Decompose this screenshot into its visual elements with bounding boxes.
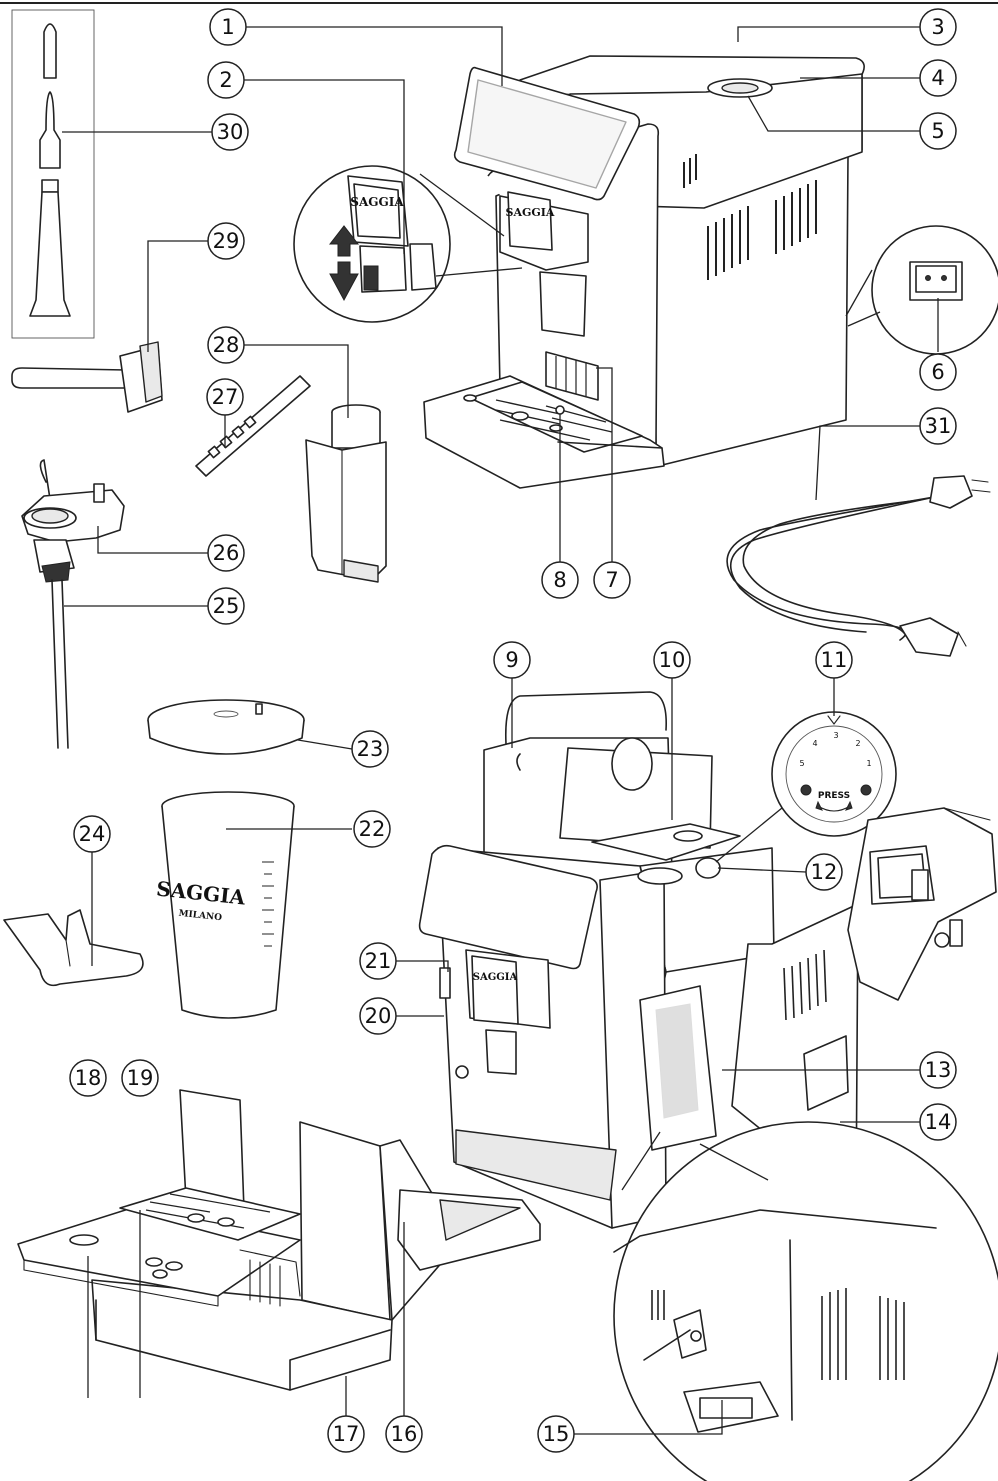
callout-21: 21 — [359, 942, 397, 980]
power-plug-icon — [929, 475, 973, 509]
svg-text:29: 29 — [213, 229, 240, 253]
callout-17: 17 — [327, 1415, 365, 1453]
callout-8: 8 — [541, 561, 579, 599]
power-cord — [726, 475, 991, 657]
callout-3: 3 — [919, 8, 957, 46]
arrow-up-down-icon — [328, 225, 360, 257]
callout-16: 16 — [385, 1415, 423, 1453]
callout-25: 25 — [207, 587, 245, 625]
svg-text:25: 25 — [213, 594, 240, 618]
callout-29: 29 — [207, 222, 245, 260]
callout-15: 15 — [537, 1415, 575, 1453]
callout-5: 5 — [919, 112, 957, 150]
svg-text:20: 20 — [365, 1004, 392, 1028]
callout-14: 14 — [919, 1103, 957, 1141]
svg-text:28: 28 — [213, 333, 240, 357]
power-socket-icon — [915, 265, 957, 293]
callout-12: 12 — [805, 853, 843, 891]
zoom-brand-logo: SAGGIA — [350, 195, 404, 209]
measuring-scoop — [11, 341, 163, 413]
open-machine-brand-logo: SAGGIA — [473, 972, 518, 983]
milk-carafe-connector — [21, 459, 125, 749]
svg-text:6: 6 — [931, 360, 944, 384]
coffee-machine-front-view: SAGGIA — [423, 55, 865, 489]
svg-text:19: 19 — [127, 1066, 154, 1090]
svg-text:26: 26 — [213, 541, 240, 565]
svg-text:27: 27 — [212, 385, 239, 409]
callout-1: 1 — [209, 8, 247, 46]
svg-text:22: 22 — [359, 817, 386, 841]
svg-text:7: 7 — [605, 568, 618, 592]
svg-text:17: 17 — [333, 1422, 360, 1446]
knob-mark-1: 1 — [866, 759, 871, 768]
power-socket-zoom — [845, 225, 998, 355]
svg-text:4: 4 — [931, 66, 944, 90]
coffee-machine-open-view: SAGGIA — [418, 691, 859, 1229]
callout-6: 6 — [919, 353, 957, 391]
callout-19: 19 — [121, 1059, 159, 1097]
svg-text:18: 18 — [75, 1066, 102, 1090]
callout-23: 23 — [351, 730, 389, 768]
machine-brand-logo: SAGGIA — [506, 206, 555, 219]
svg-text:1: 1 — [221, 15, 234, 39]
drip-tray-assembly — [17, 1089, 541, 1391]
spout-height-zoom: SAGGIA — [293, 165, 523, 323]
callout-11: 11 — [815, 641, 853, 679]
callout-10: 10 — [653, 641, 691, 679]
water-filter-cartridge — [305, 404, 387, 583]
knob-press-label: PRESS — [818, 791, 850, 801]
carafe-brand-model: MILANO — [178, 909, 223, 924]
knob-mark-5: 5 — [799, 759, 804, 768]
knob-mark-2: 2 — [855, 739, 860, 748]
svg-text:16: 16 — [391, 1422, 418, 1446]
svg-text:5: 5 — [931, 119, 944, 143]
coffee-spout-lever-zoom — [613, 1121, 998, 1481]
callout-2: 2 — [207, 61, 245, 99]
svg-text:31: 31 — [925, 414, 952, 438]
svg-text:24: 24 — [79, 822, 106, 846]
callout-30: 30 — [211, 113, 249, 151]
callout-26: 26 — [207, 534, 245, 572]
descaler-tools-box — [11, 9, 95, 339]
callout-31: 31 — [919, 407, 957, 445]
callout-28: 28 — [207, 326, 245, 364]
brewing-unit — [847, 807, 997, 1001]
svg-text:30: 30 — [217, 120, 244, 144]
knob-mark-3: 3 — [833, 731, 838, 740]
svg-text:23: 23 — [357, 737, 384, 761]
callout-22: 22 — [353, 810, 391, 848]
milk-carafe: SAGGIA MILANO — [155, 791, 295, 1019]
callout-13: 13 — [919, 1051, 957, 1089]
callout-7: 7 — [593, 561, 631, 599]
svg-text:21: 21 — [365, 949, 392, 973]
water-hardness-test-strip — [195, 375, 311, 477]
callout-20: 20 — [359, 997, 397, 1035]
svg-text:14: 14 — [925, 1110, 952, 1134]
callout-27: 27 — [206, 378, 244, 416]
svg-text:3: 3 — [931, 15, 944, 39]
svg-text:9: 9 — [505, 648, 518, 672]
svg-text:12: 12 — [811, 860, 838, 884]
callout-24: 24 — [73, 815, 111, 853]
callout-4: 4 — [919, 59, 957, 97]
svg-text:15: 15 — [543, 1422, 570, 1446]
svg-text:2: 2 — [219, 68, 232, 92]
cappuccino-cup-tray — [3, 909, 144, 987]
svg-text:13: 13 — [925, 1058, 952, 1082]
knob-mark-4: 4 — [812, 739, 817, 748]
svg-text:10: 10 — [659, 648, 686, 672]
svg-text:11: 11 — [821, 648, 848, 672]
svg-text:8: 8 — [553, 568, 566, 592]
callout-18: 18 — [69, 1059, 107, 1097]
callout-9: 9 — [493, 641, 531, 679]
carafe-lid — [147, 699, 305, 755]
